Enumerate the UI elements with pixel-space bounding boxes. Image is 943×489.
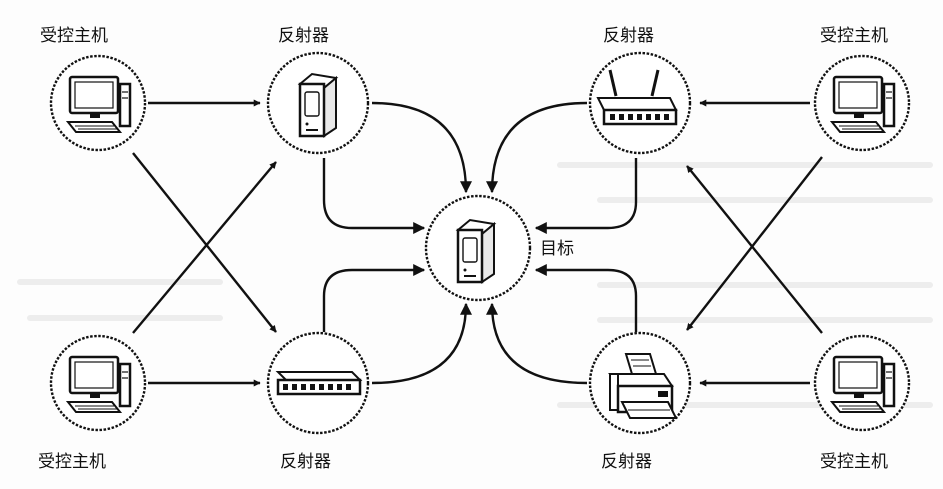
arrow-reflector-tl-to-target-a bbox=[371, 101, 472, 194]
switch-icon bbox=[276, 370, 362, 396]
arrow-host-br-to-reflector-tr bbox=[686, 165, 823, 334]
label-host-top-right: 受控主机 bbox=[820, 26, 888, 46]
computer-icon bbox=[830, 75, 896, 134]
arrows-host-to-reflector bbox=[132, 99, 823, 387]
arrows-reflector-to-target bbox=[322, 101, 638, 385]
arrow-host-tl-to-reflector-bl bbox=[132, 152, 277, 333]
node-host-br bbox=[813, 334, 911, 432]
arrow-reflector-br-to-target-a bbox=[486, 302, 588, 385]
arrow-reflector-tr-to-target-b bbox=[534, 158, 638, 234]
node-host-tl bbox=[49, 54, 147, 152]
server-icon bbox=[298, 72, 338, 138]
arrow-reflector-bl-to-target-a bbox=[371, 302, 472, 385]
arrow-reflector-br-to-target-b bbox=[534, 264, 638, 332]
label-reflector-top-right: 反射器 bbox=[603, 26, 654, 46]
node-host-bl bbox=[49, 334, 147, 432]
arrow-reflector-tr-to-target-a bbox=[486, 101, 588, 194]
arrow-reflector-bl-to-target-b bbox=[322, 264, 426, 332]
computer-icon bbox=[66, 355, 132, 414]
computer-icon bbox=[830, 355, 896, 414]
node-host-tr bbox=[813, 54, 911, 152]
label-host-bottom-left: 受控主机 bbox=[38, 452, 106, 472]
node-reflector-br bbox=[588, 331, 692, 435]
target-server-icon bbox=[456, 218, 496, 284]
label-reflector-top-left: 反射器 bbox=[278, 26, 329, 46]
arrow-reflector-tl-to-target-b bbox=[322, 158, 426, 234]
node-reflector-tl bbox=[266, 51, 370, 155]
node-reflector-tr bbox=[588, 51, 692, 155]
label-host-top-left: 受控主机 bbox=[40, 26, 108, 46]
arrow-host-bl-to-reflector-tl bbox=[132, 161, 277, 334]
label-target: 目标 bbox=[540, 239, 574, 259]
arrow-host-tr-to-reflector-br bbox=[686, 156, 823, 331]
label-reflector-bottom-left: 反射器 bbox=[280, 452, 331, 472]
label-reflector-bottom-right: 反射器 bbox=[601, 452, 652, 472]
node-reflector-bl bbox=[266, 331, 370, 435]
label-host-bottom-right: 受控主机 bbox=[820, 452, 888, 472]
node-target bbox=[424, 194, 532, 302]
computer-icon bbox=[66, 75, 132, 134]
